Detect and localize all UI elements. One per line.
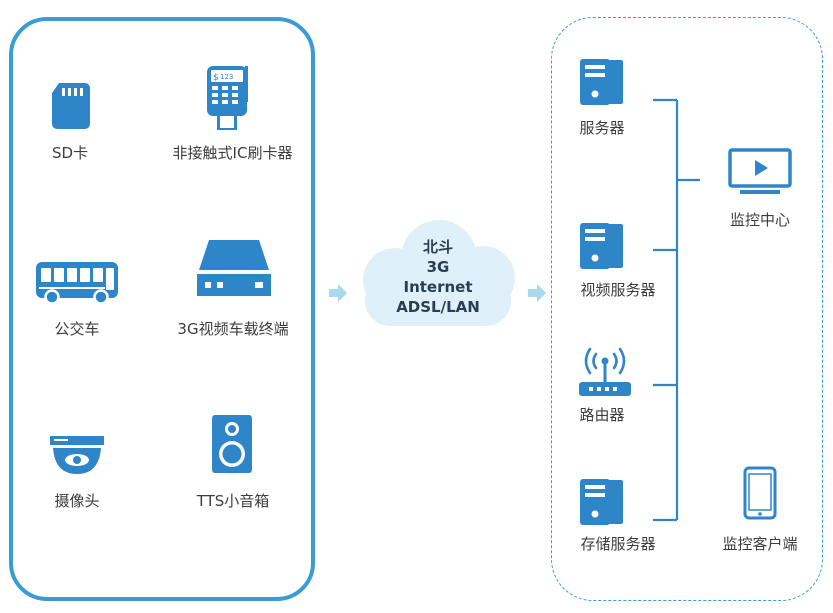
monitor-icon (728, 148, 792, 196)
sd-card-icon (51, 83, 91, 129)
bus-label: 公交车 (54, 320, 100, 338)
cloud-icon (355, 216, 521, 330)
network-line-3g: 3G (426, 258, 450, 276)
monitoring-client-label: 监控客户端 (722, 535, 798, 553)
bus-icon (35, 260, 119, 306)
sd-card-label: SD卡 (51, 144, 89, 162)
speaker-label: TTS小音箱 (196, 492, 270, 510)
svg-text:123: 123 (220, 73, 233, 81)
router-label: 路由器 (579, 406, 625, 424)
router-icon (579, 344, 631, 398)
smartphone-icon (743, 466, 777, 520)
network-line-beidou: 北斗 (422, 238, 453, 256)
network-line-adsl: ADSL/LAN (396, 298, 480, 316)
camera-icon (50, 436, 104, 476)
card-reader-icon: $ 123 (203, 60, 255, 132)
monitoring-center-label: 监控中心 (729, 211, 790, 229)
video-server-label: 视频服务器 (580, 281, 656, 299)
camera-label: 摄像头 (54, 492, 100, 510)
terminal-group-box (9, 17, 315, 601)
network-line-internet: Internet (403, 278, 473, 296)
vehicle-terminal-label: 3G视频车载终端 (177, 320, 289, 338)
network-label: 北斗 3G Internet ADSL/LAN (355, 237, 521, 317)
arrow-right-icon (328, 283, 348, 303)
vehicle-terminal-icon (195, 240, 273, 298)
speaker-icon (211, 414, 253, 474)
storage-server-label: 存储服务器 (580, 535, 656, 553)
server-group-box (551, 17, 823, 601)
arrow-right-icon-2 (527, 283, 547, 303)
server-label: 服务器 (579, 119, 625, 137)
card-reader-label: 非接触式IC刷卡器 (172, 144, 293, 162)
svg-text:$: $ (213, 73, 219, 83)
storage-server-icon (579, 478, 625, 526)
server-icon (579, 58, 625, 106)
video-server-icon (579, 222, 625, 270)
